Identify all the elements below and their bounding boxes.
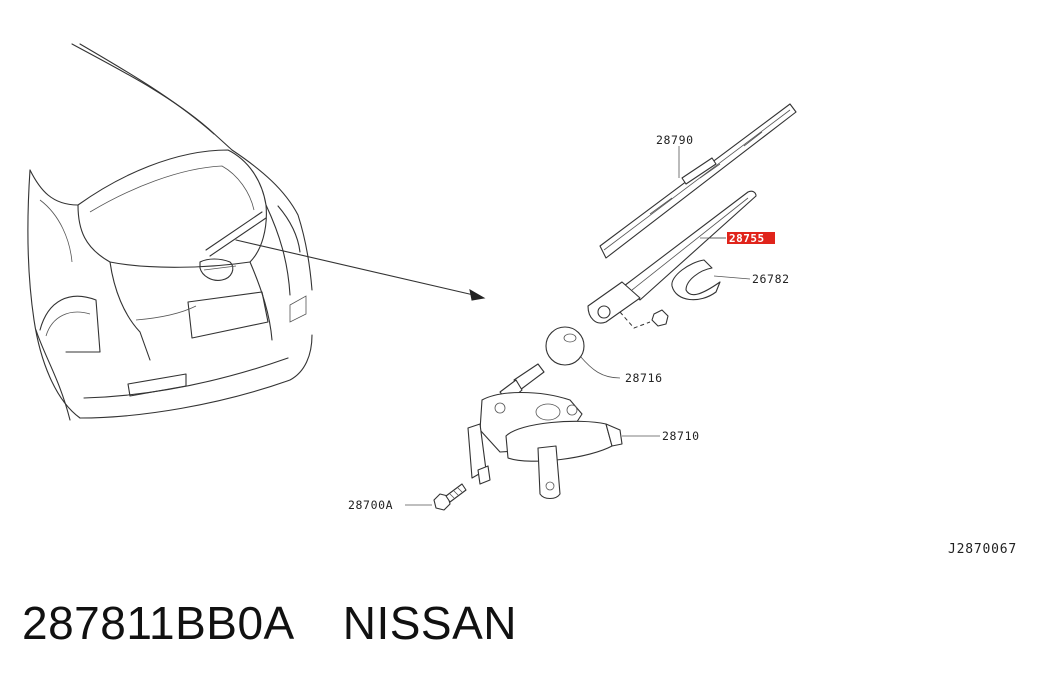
nut-part [619,309,669,329]
diagram-reference-code: J2870067 [948,542,1018,557]
seal-part [545,326,621,379]
brand-name: NISSAN [342,597,517,649]
bolt-part [405,483,467,511]
callout-seal: 28716 [625,371,663,385]
callout-arm-highlight [727,232,775,244]
callout-blade: 28790 [656,133,694,147]
wiper-blade-part [599,103,797,259]
callout-motor: 28710 [662,429,700,443]
wiper-arm-part [587,190,757,324]
part-number: 287811BB0A [22,597,295,649]
callout-labels: 28790 28755 26782 28716 28710 28700A [348,133,790,512]
callout-cap: 26782 [752,272,790,286]
callout-arm[interactable]: 28755 [729,232,765,245]
wiper-motor-part [467,363,660,500]
pivot-cap-part [671,259,751,301]
callout-bolt: 28700A [348,498,393,512]
part-caption: 287811BB0A NISSAN [22,596,517,650]
vehicle-illustration [27,43,486,421]
